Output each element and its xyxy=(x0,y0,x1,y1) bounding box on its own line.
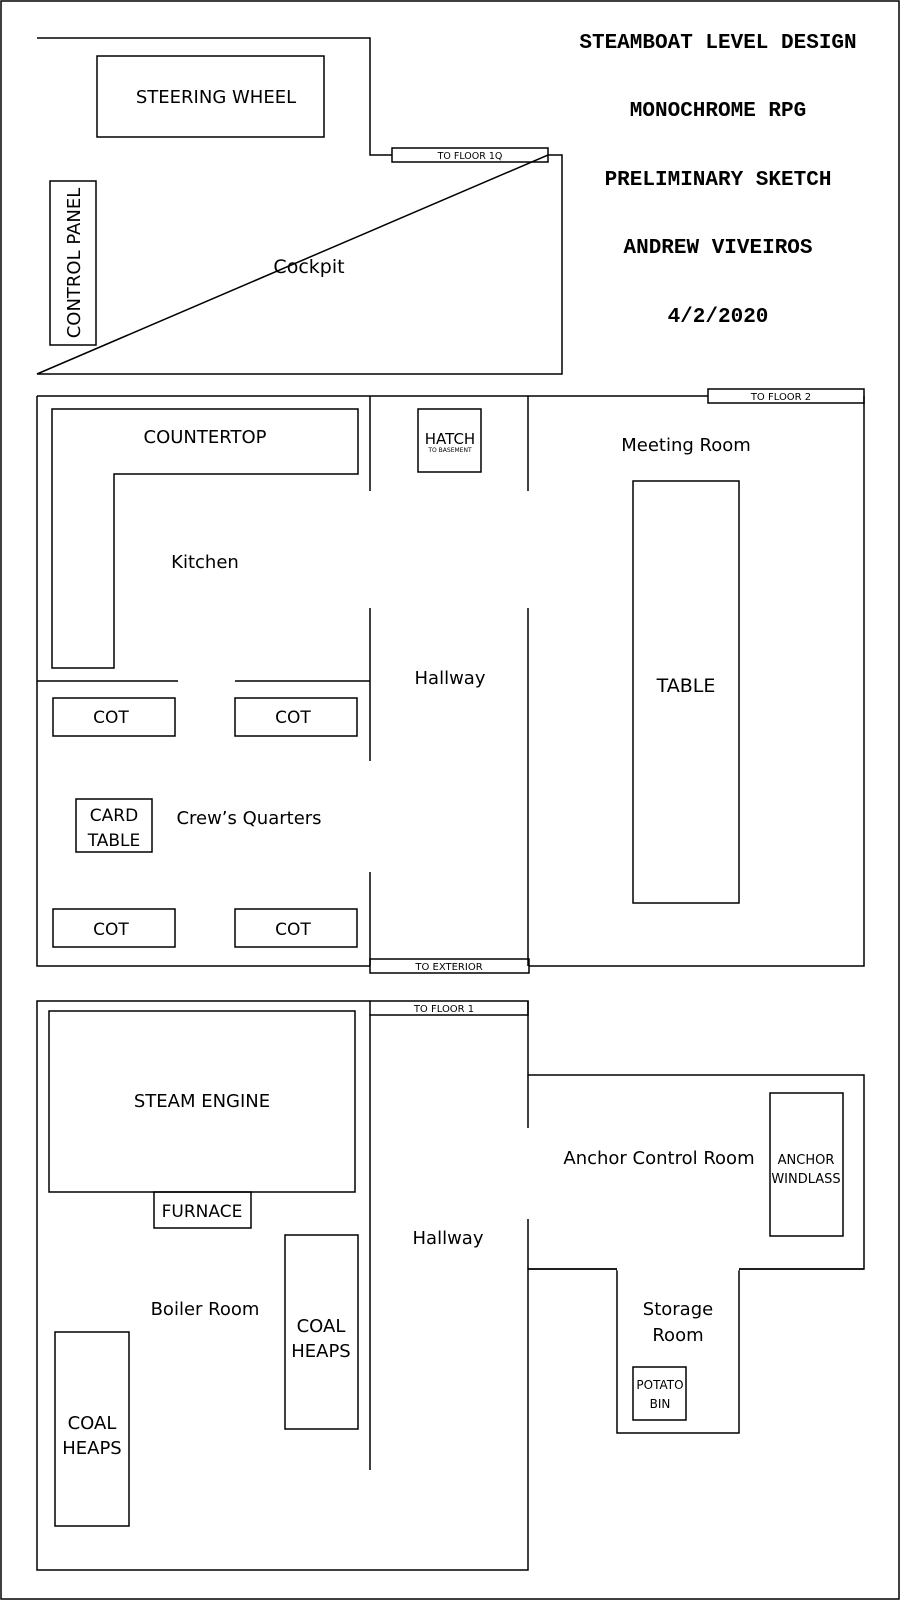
anchor-windlass-label-line1: ANCHOR xyxy=(778,1153,835,1168)
coal-heaps-left[interactable] xyxy=(54,1331,130,1527)
steam-engine-label: STEAM ENGINE xyxy=(134,1091,270,1112)
meeting-room-label: Meeting Room xyxy=(621,435,751,456)
hallway-label: Hallway xyxy=(415,668,486,689)
coal-heaps-right-label-line1: COAL xyxy=(297,1316,346,1337)
kitchen-label: Kitchen xyxy=(171,552,239,573)
potato-bin[interactable] xyxy=(632,1366,687,1421)
potato-bin-label-line2: BIN xyxy=(650,1397,671,1411)
design-title: STEAMBOAT LEVEL DESIGN xyxy=(579,32,856,55)
card-table-label-line1: CARD xyxy=(90,806,138,826)
countertop[interactable] xyxy=(51,408,359,669)
cot-4-label: COT xyxy=(275,920,311,940)
lower-floor-walls xyxy=(36,1000,865,1571)
anchor-control-room-label: Anchor Control Room xyxy=(563,1148,754,1169)
stairs-to-floor-1q[interactable] xyxy=(391,147,549,163)
design-author: ANDREW VIVEIROS xyxy=(623,237,812,260)
control-panel[interactable] xyxy=(49,180,97,346)
main-floor-walls xyxy=(36,395,865,967)
coal-heaps-left-label-line2: HEAPS xyxy=(62,1438,122,1459)
anchor-windlass[interactable] xyxy=(769,1092,844,1237)
cockpit-walls xyxy=(36,37,563,375)
furnace-label: FURNACE xyxy=(162,1202,243,1222)
anchor-windlass-label-line2: WINDLASS xyxy=(771,1172,840,1187)
meeting-table[interactable] xyxy=(632,480,740,904)
hatch-sublabel: TO BASEMENT xyxy=(427,447,472,454)
furnace[interactable] xyxy=(153,1191,252,1229)
cot-4[interactable] xyxy=(234,908,358,948)
cot-1-label: COT xyxy=(93,708,129,728)
cot-3[interactable] xyxy=(52,908,176,948)
design-date: 4/2/2020 xyxy=(668,306,769,329)
steering-wheel[interactable] xyxy=(96,55,325,138)
hatch[interactable] xyxy=(417,408,482,473)
stairs-to-floor-1[interactable] xyxy=(369,1000,529,1016)
cot-1[interactable] xyxy=(52,697,176,737)
control-panel-label: CONTROL PANEL xyxy=(64,188,85,339)
coal-heaps-left-label-line1: COAL xyxy=(68,1413,117,1434)
storage-room-label-line2: Room xyxy=(652,1325,703,1346)
design-status: PRELIMINARY SKETCH xyxy=(605,169,832,192)
potato-bin-label-line1: POTATO xyxy=(636,1378,683,1392)
coal-heaps-right-label-line2: HEAPS xyxy=(291,1341,351,1362)
exit-to-exterior-label: TO EXTERIOR xyxy=(414,962,482,973)
table-label: TABLE xyxy=(656,675,716,697)
stairs-to-floor-1-label: TO FLOOR 1 xyxy=(413,1004,474,1015)
cot-2-label: COT xyxy=(275,708,311,728)
storage-room-label-line1: Storage xyxy=(643,1299,713,1320)
cot-2[interactable] xyxy=(234,697,358,737)
design-subtitle: MONOCHROME RPG xyxy=(630,100,806,123)
steering-wheel-label: STEERING WHEEL xyxy=(136,87,296,108)
crews-quarters-label: Crew’s Quarters xyxy=(176,808,321,829)
cockpit-label: Cockpit xyxy=(273,256,344,278)
stairs-to-floor-2[interactable] xyxy=(707,388,865,404)
boiler-room-label: Boiler Room xyxy=(151,1299,260,1320)
stairs-to-floor-1q-label: TO FLOOR 1Q xyxy=(437,151,503,162)
card-table[interactable] xyxy=(75,798,153,853)
cot-3-label: COT xyxy=(93,920,129,940)
hatch-label: HATCH xyxy=(425,430,475,448)
lower-hallway-label: Hallway xyxy=(413,1228,484,1249)
card-table-label-line2: TABLE xyxy=(87,831,141,851)
stairs-to-floor-2-label: TO FLOOR 2 xyxy=(750,392,811,403)
coal-heaps-right[interactable] xyxy=(284,1234,359,1430)
countertop-label: COUNTERTOP xyxy=(144,427,267,448)
